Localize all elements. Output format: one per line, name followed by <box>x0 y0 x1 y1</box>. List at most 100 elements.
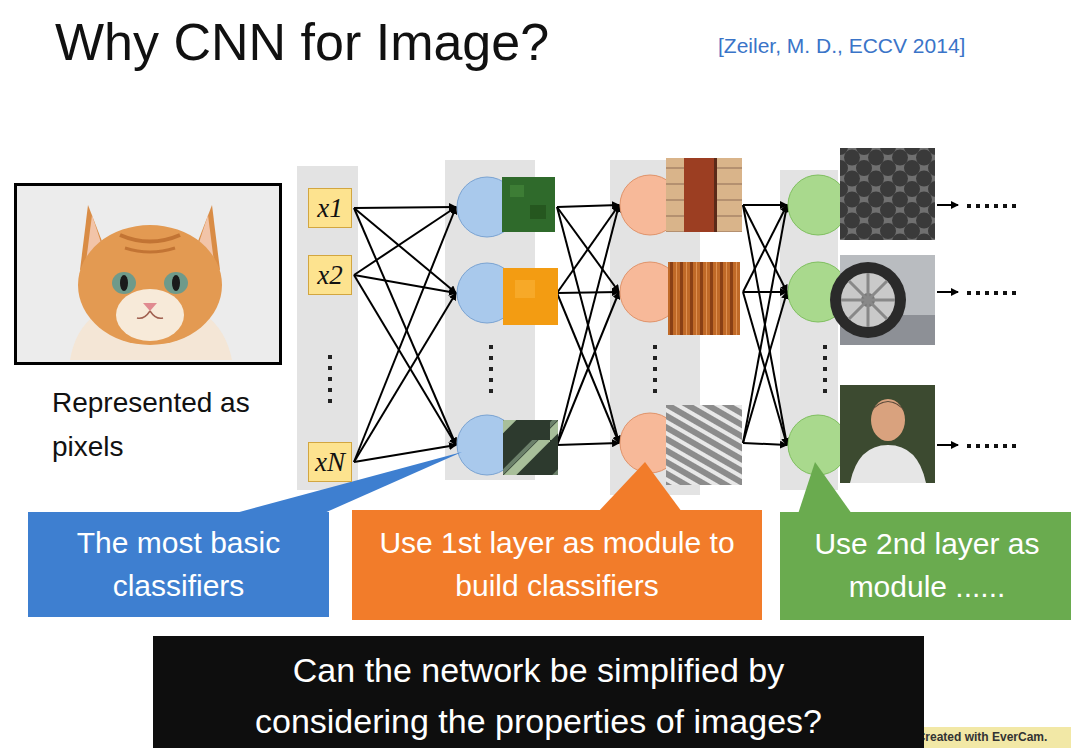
connection-line <box>743 443 787 445</box>
slide-title: Why CNN for Image? <box>55 12 549 72</box>
cat-photo <box>120 235 180 242</box>
input-node: x2 <box>308 255 352 295</box>
ellipsis-dots <box>1012 444 1016 448</box>
ellipsis-dots <box>489 356 493 360</box>
ellipsis-dots <box>823 367 827 371</box>
connection-line <box>354 207 456 275</box>
node-text: Use 2nd layer as module ...... <box>794 523 1060 608</box>
ellipsis-dots <box>967 204 971 208</box>
image-caption: Represented as pixels <box>52 381 257 469</box>
ellipsis-dots <box>994 444 998 448</box>
ellipsis-dots <box>985 291 989 295</box>
feature-texture <box>841 273 895 327</box>
ellipsis-dots <box>328 366 332 370</box>
ellipsis-dots <box>653 367 657 371</box>
ellipsis-dots <box>328 345 827 403</box>
ellipsis-dots <box>967 291 971 295</box>
connection-line <box>354 275 456 293</box>
ellipsis-dots <box>985 444 989 448</box>
feature-texture <box>503 268 558 325</box>
feature-texture <box>668 262 740 335</box>
citation: [Zeiler, M. D., ECCV 2014] <box>718 34 965 58</box>
feature-texture <box>830 262 906 338</box>
ellipsis-dots <box>976 204 980 208</box>
ellipsis-dots <box>823 345 827 349</box>
connection-line <box>354 208 456 293</box>
connection-line <box>557 205 619 293</box>
connection-line <box>743 205 787 292</box>
feature-texture <box>666 405 742 485</box>
cat-photo <box>137 311 163 318</box>
connection-line <box>557 205 619 207</box>
feature-texture <box>530 205 546 219</box>
cat-photo <box>16 185 281 364</box>
feature-texture <box>503 420 558 475</box>
feature-texture <box>871 399 905 441</box>
connection-line <box>557 292 619 445</box>
question-banner: Can the network be simplified by conside… <box>153 636 924 748</box>
feature-texture <box>502 177 555 232</box>
neuron-circle <box>457 175 848 475</box>
node-text: x2 <box>317 260 342 291</box>
connection-line <box>354 207 456 462</box>
ellipsis-dots <box>976 291 980 295</box>
callout-box: The most basic classifiers <box>28 512 329 617</box>
feature-texture <box>840 148 935 240</box>
connection-line <box>354 293 456 462</box>
connection-line <box>743 205 787 292</box>
ellipsis-dots <box>994 204 998 208</box>
output-arrow <box>937 291 958 293</box>
feature-texture <box>666 158 742 232</box>
ellipsis-dots <box>328 399 332 403</box>
cat-photo <box>78 225 222 345</box>
connection-line <box>743 292 787 445</box>
connection-line <box>743 292 787 443</box>
connection-line <box>354 207 456 208</box>
ellipsis-dots <box>653 356 657 360</box>
connection-line <box>557 205 619 445</box>
input-node: xN <box>308 442 352 482</box>
ellipsis-dots <box>328 377 332 381</box>
cat-photo <box>116 289 184 341</box>
connection-line <box>743 205 787 443</box>
ellipsis-dots <box>1003 291 1007 295</box>
ellipsis-dots <box>967 444 971 448</box>
connection-line <box>557 292 619 293</box>
callout-box: Use 1st layer as module to build classif… <box>352 510 762 620</box>
ellipsis-dots <box>328 355 332 359</box>
ellipsis-dots <box>823 389 827 393</box>
ellipsis-dots <box>653 389 657 393</box>
callout-pointer <box>598 462 682 512</box>
feature-texture <box>510 185 524 197</box>
layer-band <box>297 160 838 495</box>
connection-line <box>557 443 619 445</box>
cat-photo <box>172 275 180 291</box>
cat-photo <box>112 272 136 294</box>
ellipsis-dots <box>976 444 980 448</box>
feature-texture <box>515 280 535 298</box>
output-arrows <box>937 204 1016 448</box>
connection-line <box>743 204 787 206</box>
cat-photo <box>164 272 188 294</box>
connection-line <box>743 291 787 293</box>
ellipsis-dots <box>1003 204 1007 208</box>
ellipsis-dots <box>823 356 827 360</box>
connection-line <box>743 205 787 445</box>
ellipsis-dots <box>328 388 332 392</box>
node-text: Can the network be simplified by conside… <box>203 645 874 747</box>
output-arrow <box>937 444 958 446</box>
connection-line <box>354 275 456 445</box>
neuron-circle <box>788 175 848 235</box>
feature-texture <box>841 273 895 327</box>
ellipsis-dots <box>1003 444 1007 448</box>
feature-texture <box>871 401 905 412</box>
ellipsis-dots <box>1012 204 1016 208</box>
ellipsis-dots <box>823 378 827 382</box>
cat-photo <box>143 303 157 311</box>
ellipsis-dots <box>489 367 493 371</box>
feature-texture <box>850 445 926 483</box>
node-text: x1 <box>317 193 342 224</box>
ellipsis-dots <box>653 378 657 382</box>
ellipsis-dots <box>489 345 493 349</box>
node-text: The most basic classifiers <box>42 522 315 607</box>
